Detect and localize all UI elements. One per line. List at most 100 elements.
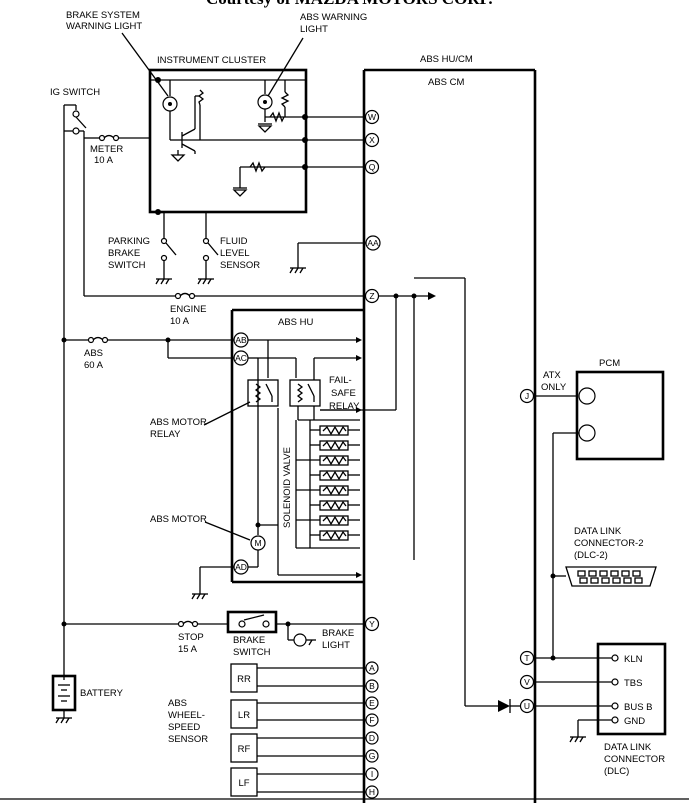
pcm-terminal-icon [578, 424, 596, 442]
svg-text:DATA LINK: DATA LINK [574, 526, 622, 537]
svg-text:Y: Y [369, 619, 375, 629]
svg-text:FAIL-: FAIL- [329, 375, 352, 386]
fluid-level-label: FLUID LEVEL SENSOR [220, 236, 260, 271]
svg-text:J: J [525, 391, 529, 401]
svg-text:B: B [369, 681, 375, 691]
dlc-terminal-tbs: TBS [624, 678, 642, 689]
svg-text:ABS: ABS [168, 698, 187, 709]
pin-Y: Y [364, 616, 380, 632]
abs-warning-label: ABS WARNING LIGHT [300, 12, 367, 35]
instrument-cluster-box [148, 68, 308, 214]
svg-text:D: D [369, 733, 375, 743]
abs-fuse-label: ABS 60 A [84, 348, 104, 371]
abs-hu-label: ABS HU [278, 317, 314, 328]
pin-I: I [365, 767, 379, 781]
ig-switch-icon [72, 110, 80, 118]
pin-Q: Q [364, 159, 380, 175]
svg-text:ABS WARNING: ABS WARNING [300, 12, 367, 23]
pin-D: D [365, 731, 379, 745]
svg-text:15 A: 15 A [178, 644, 198, 655]
svg-text:Z: Z [369, 291, 374, 301]
svg-text:METER: METER [90, 144, 123, 155]
svg-text:ONLY: ONLY [541, 382, 567, 393]
svg-text:BRAKE: BRAKE [322, 628, 354, 639]
pin-U: U [519, 698, 535, 714]
brake-warning-label: BRAKE SYSTEM WARNING LIGHT [66, 10, 142, 32]
svg-text:H: H [369, 787, 375, 797]
brake-switch-box [226, 610, 278, 634]
wheel-speed-label: ABS WHEEL- SPEED SENSOR [168, 698, 208, 745]
svg-text:WHEEL-: WHEEL- [168, 710, 205, 721]
svg-text:Q: Q [369, 162, 376, 172]
pin-W: W [364, 109, 380, 125]
svg-text:(DLC-2): (DLC-2) [574, 550, 608, 561]
svg-text:LIGHT: LIGHT [322, 640, 350, 651]
pcm-terminal-icon [578, 387, 596, 405]
brake-light-label: BRAKE LIGHT [322, 628, 354, 651]
atx-only-label: ATX ONLY [541, 370, 567, 393]
parking-brake-label: PARKING BRAKE SWITCH [108, 236, 150, 271]
svg-text:RELAY: RELAY [150, 429, 181, 440]
battery-label: BATTERY [80, 688, 124, 699]
pin-AA: AA [365, 235, 381, 251]
ground-icon [232, 189, 248, 197]
abs-motor-relay-icon [247, 379, 279, 407]
pin-Z: Z [364, 288, 380, 304]
svg-text:G: G [369, 751, 376, 761]
meter-fuse-icon [98, 134, 106, 142]
svg-text:F: F [369, 715, 374, 725]
svg-text:I: I [371, 769, 373, 779]
engine-fuse-icon [174, 292, 182, 300]
svg-text:LIGHT: LIGHT [300, 24, 328, 35]
pin-AC: AC [233, 350, 249, 366]
svg-text:SWITCH: SWITCH [233, 647, 271, 658]
svg-text:10 A: 10 A [94, 155, 114, 166]
header-courtesy: Courtesy of MAZDA MOTORS CORP. [206, 0, 493, 8]
svg-text:ABS: ABS [84, 348, 103, 359]
engine-fuse-label: ENGINE 10 A [170, 304, 206, 327]
pin-V: V [519, 674, 535, 690]
svg-text:FLUID: FLUID [220, 236, 248, 247]
svg-text:AC: AC [235, 353, 247, 363]
wheel-sensor-lf: LF [230, 767, 258, 797]
svg-text:DATA LINK: DATA LINK [604, 742, 652, 753]
meter-fuse-label: METER 10 A [90, 144, 123, 166]
svg-text:W: W [368, 112, 376, 122]
brake-light-icon [293, 633, 307, 647]
svg-text:CONNECTOR-2: CONNECTOR-2 [574, 538, 644, 549]
svg-text:SENSOR: SENSOR [168, 734, 208, 745]
svg-text:PARKING: PARKING [108, 236, 150, 247]
ground-icon [170, 154, 186, 162]
svg-text:60 A: 60 A [84, 360, 104, 371]
svg-text:A: A [369, 663, 375, 673]
svg-text:10 A: 10 A [170, 316, 190, 327]
svg-text:RELAY: RELAY [329, 401, 360, 412]
pin-G: G [365, 749, 379, 763]
arrow-icon [428, 292, 436, 300]
svg-text:LF: LF [238, 778, 249, 789]
failsafe-relay-icon [289, 379, 321, 407]
svg-text:LR: LR [238, 710, 250, 721]
pin-X: X [364, 132, 380, 148]
svg-text:ABS MOTOR: ABS MOTOR [150, 417, 207, 428]
svg-text:ENGINE: ENGINE [170, 304, 206, 315]
svg-text:RR: RR [237, 674, 251, 685]
failsafe-relay-label: FAIL- SAFE RELAY [329, 375, 360, 412]
pcm-box [575, 370, 665, 461]
svg-text:T: T [524, 653, 529, 663]
svg-text:RF: RF [238, 744, 251, 755]
svg-text:SENSOR: SENSOR [220, 260, 260, 271]
pin-A: A [365, 661, 379, 675]
brake-switch-label: BRAKE SWITCH [233, 635, 271, 658]
solenoid-valve-bank [296, 425, 360, 541]
instrument-cluster-label: INSTRUMENT CLUSTER [157, 55, 266, 66]
abs-motor-relay-label: ABS MOTOR RELAY [150, 417, 207, 440]
pcm-label: PCM [599, 358, 620, 369]
dlc-terminal-gnd: GND [624, 716, 645, 727]
svg-text:V: V [524, 677, 530, 687]
svg-text:AD: AD [235, 562, 247, 572]
abs-motor-icon: M [250, 535, 266, 551]
dlc-terminal-busb: BUS B [624, 702, 653, 713]
parking-brake-switch-icon [160, 237, 168, 245]
svg-text:E: E [369, 698, 375, 708]
